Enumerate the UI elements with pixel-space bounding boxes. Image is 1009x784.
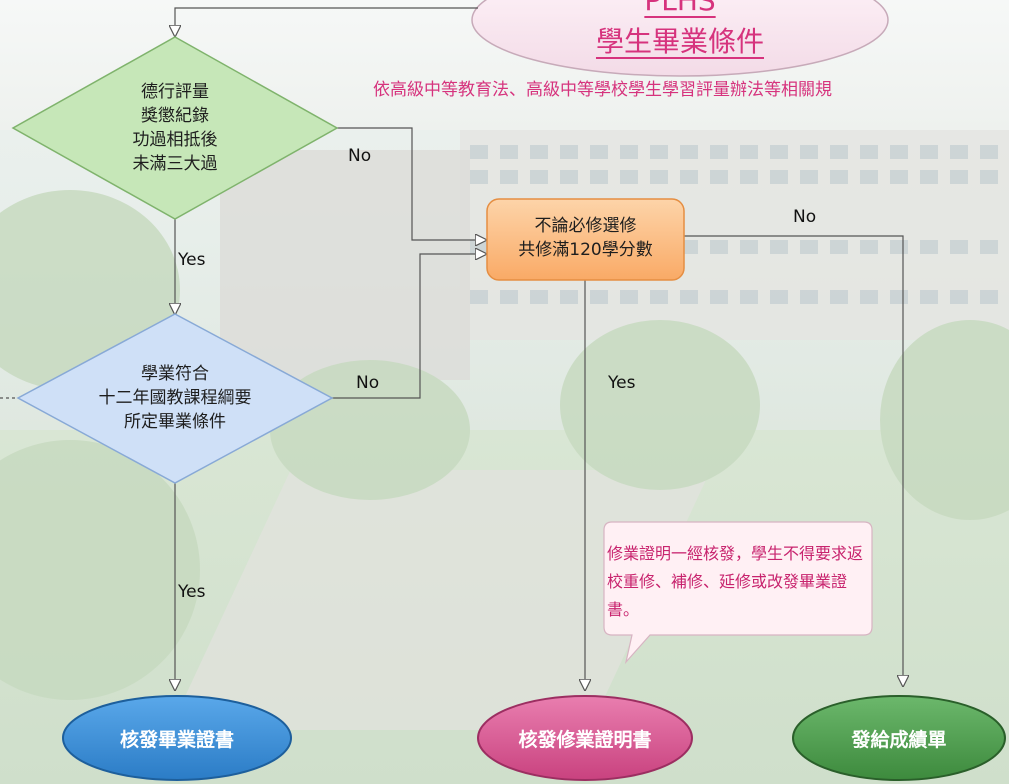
decision-moral: [11, 36, 339, 220]
decision-academic-label: 學業符合 十二年國教課程綱要 所定畢業條件: [98, 364, 252, 432]
academic-no-arrow: [331, 254, 486, 399]
subtitle: 依高級中等教育法、高級中等學校學生學習評量辦法等相關規: [373, 80, 832, 100]
branch-credits-yes: Yes: [608, 373, 636, 393]
decision-moral-label: 德行評量 獎懲紀錄 功過相抵後 未滿三大過: [132, 82, 218, 174]
terminal-transcript-shape: [792, 695, 1006, 781]
branch-academic-no: No: [356, 373, 380, 393]
terminal-certificate: 核發修業證明書: [518, 729, 652, 751]
terminal-diploma-shape: [62, 695, 292, 781]
title-ellipse: [471, 0, 889, 77]
branch-academic-yes: Yes: [178, 582, 206, 602]
credits-no-arrow: [684, 235, 903, 686]
process-credits-label: 不論必修選修 共修滿120學分數: [518, 216, 653, 260]
branch-moral-no: No: [348, 146, 372, 166]
page-title: 學生畢業條件: [595, 25, 764, 58]
loop-arrow: [175, 7, 478, 36]
terminal-transcript: 發給成績單: [851, 729, 947, 751]
callout-bubble: [603, 521, 873, 665]
callout-text: 修業證明一經核發，學生不得要求返校重修、補修、延修或改發畢業證書。: [607, 544, 864, 619]
title-top: PLHS: [644, 0, 716, 17]
branch-credits-no: No: [793, 207, 817, 227]
branch-moral-yes: Yes: [178, 250, 206, 270]
moral-no-arrow: [336, 127, 486, 240]
process-credits: [486, 198, 685, 281]
terminal-certificate-shape: [477, 695, 693, 781]
terminal-diploma: 核發畢業證書: [119, 729, 234, 751]
decision-academic: [16, 313, 334, 484]
